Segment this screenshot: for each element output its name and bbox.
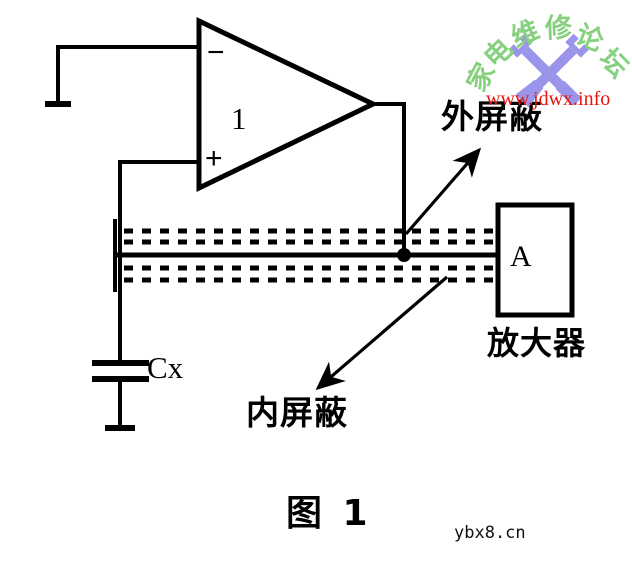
opamp-output-wire xyxy=(373,102,406,255)
inner-shield-label: 内屏蔽 xyxy=(246,393,348,432)
outer-shield-arrow xyxy=(404,147,482,236)
amplifier-box-label: A xyxy=(510,240,532,273)
inverting-input-wire xyxy=(56,45,199,103)
amplifier-box xyxy=(495,202,575,318)
opamp-gain-label: 1 xyxy=(231,101,247,136)
capacitor-label: Cx xyxy=(147,350,184,385)
opamp-inverting-input-label: − xyxy=(207,36,225,69)
figure-caption: 图 1 xyxy=(286,493,372,534)
watermark-url: www.jdwx.info xyxy=(486,88,611,110)
junction-dot xyxy=(397,248,411,262)
opamp-noninverting-input-label: + xyxy=(205,142,223,175)
amplifier-caption: 放大器 xyxy=(487,324,587,362)
inner-shield-arrow xyxy=(315,275,449,391)
opamp-triangle xyxy=(196,17,379,192)
footer-credit: ybx8.cn xyxy=(454,523,526,543)
